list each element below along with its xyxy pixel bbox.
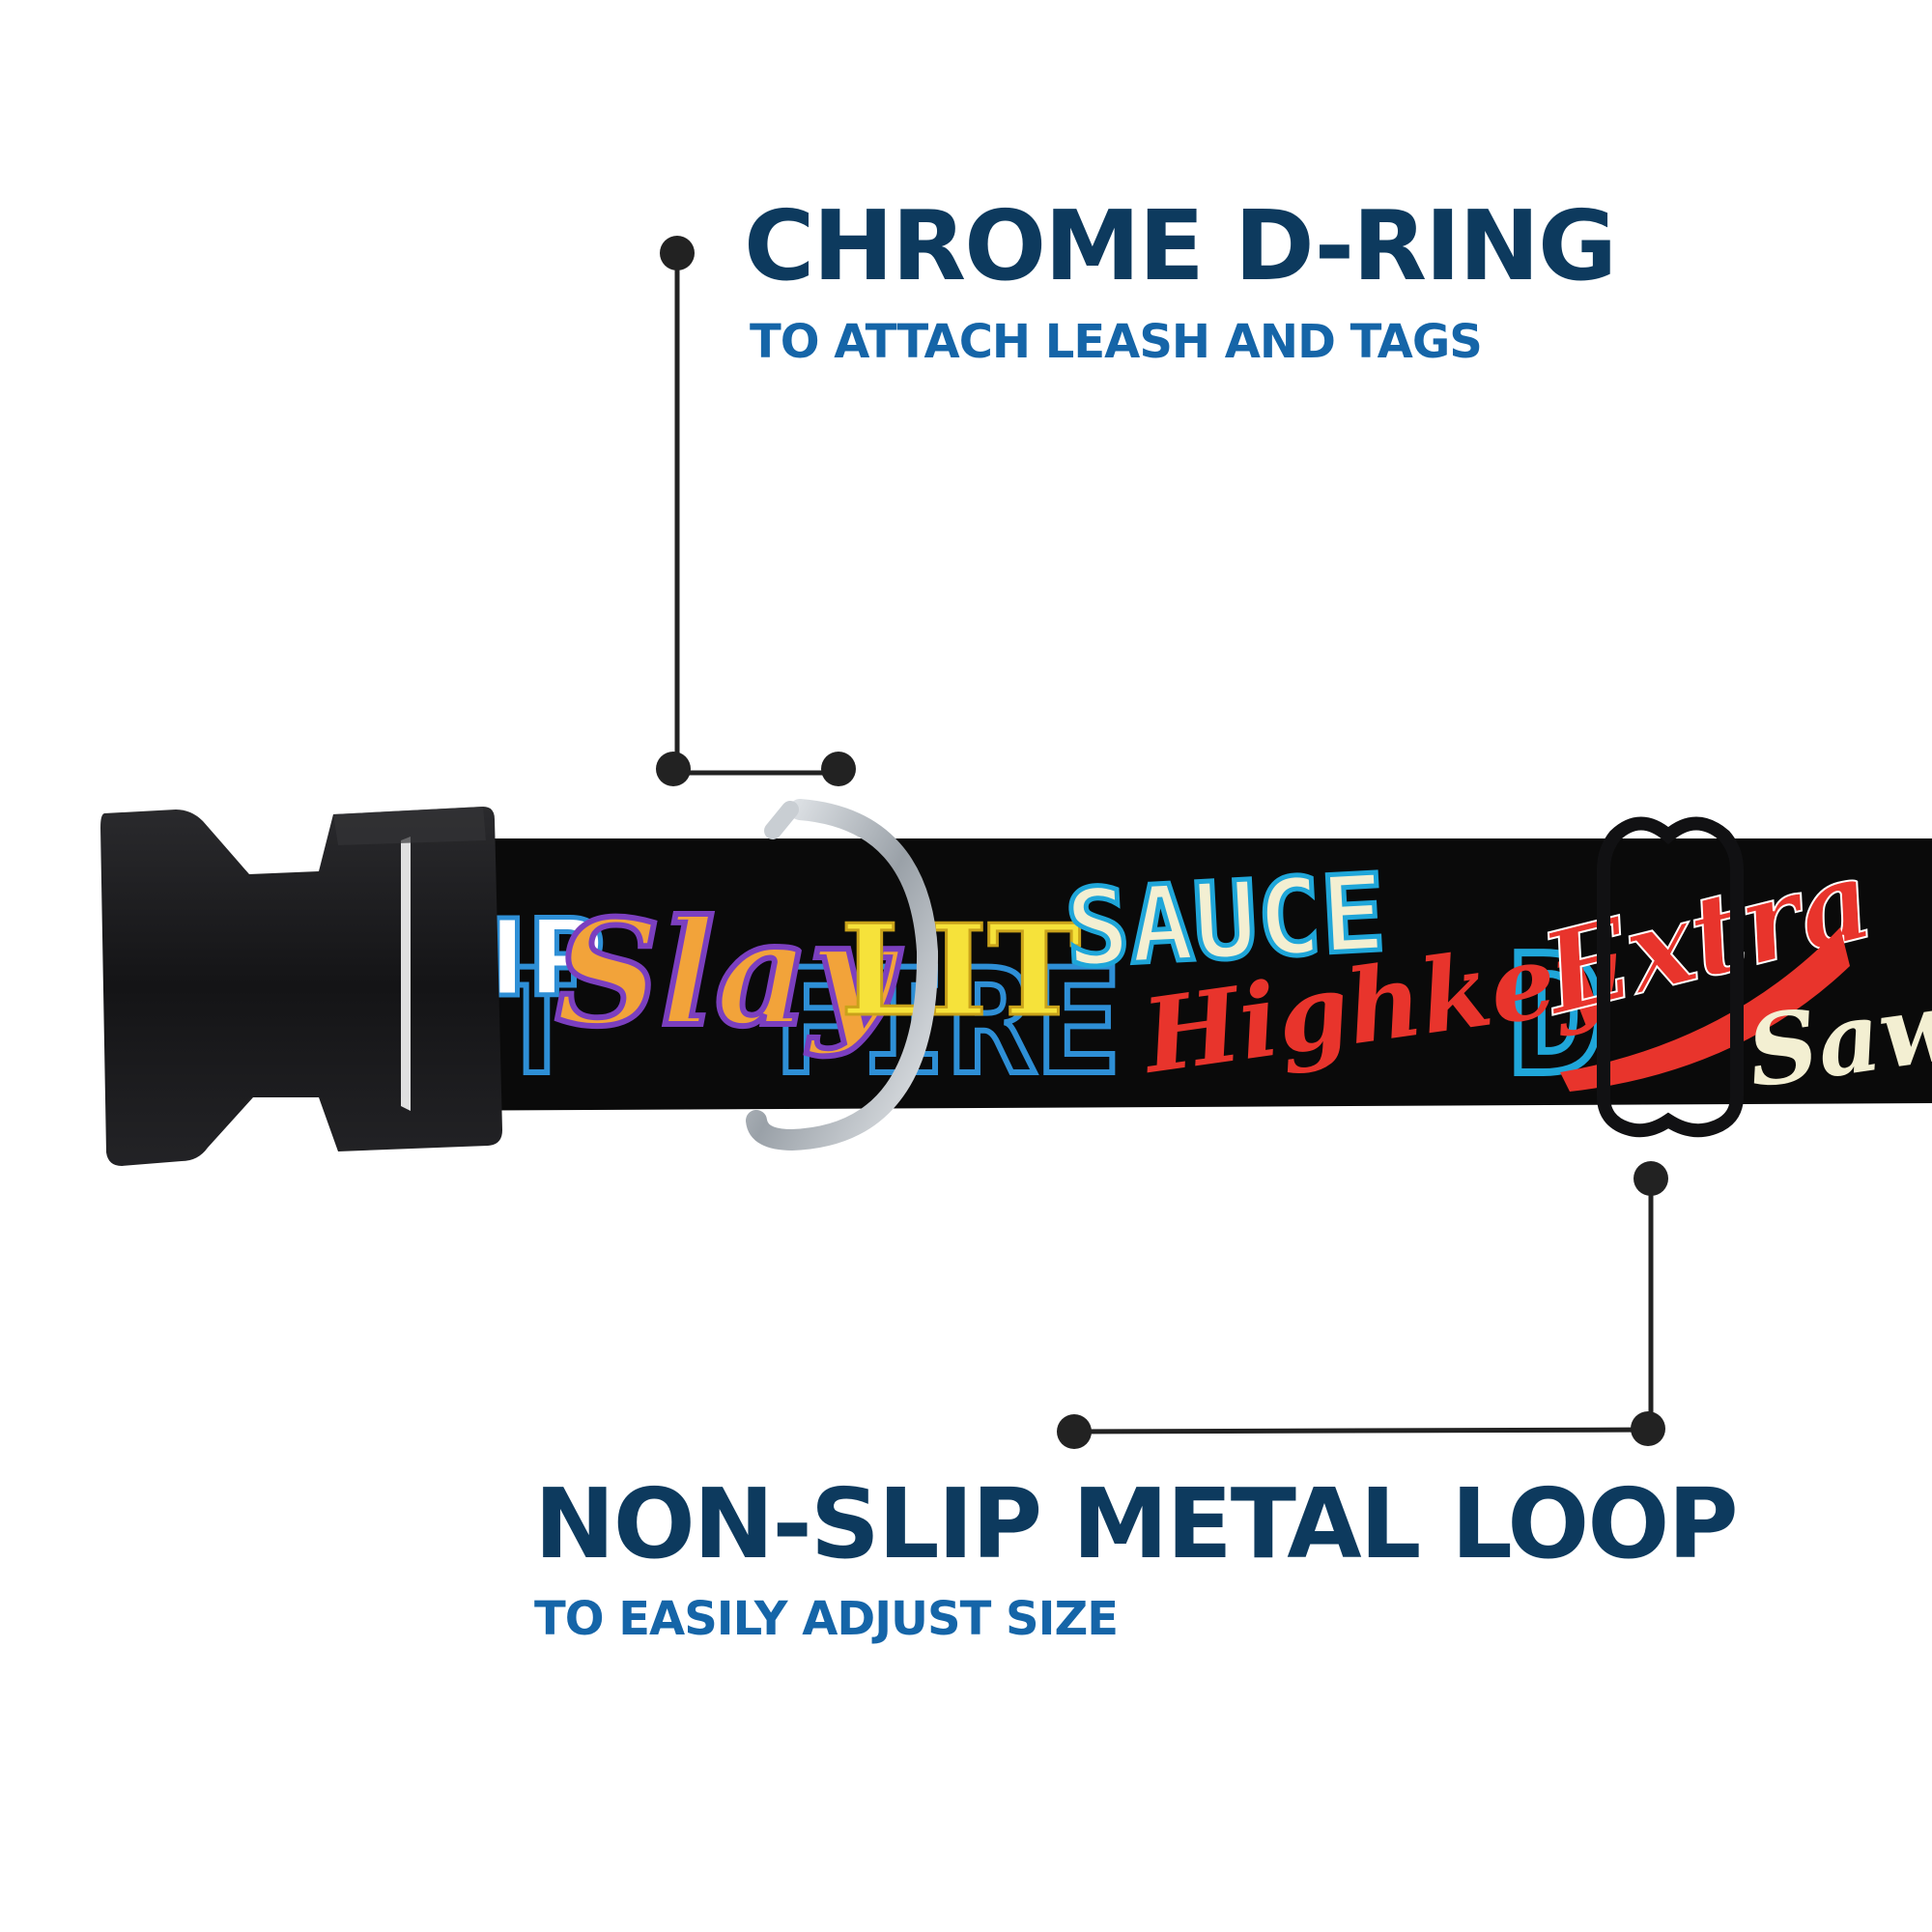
adjustment-loop	[1597, 816, 1744, 1138]
leader-dot	[660, 236, 695, 270]
metal-loop-callout-title: NON-SLIP METAL LOOP	[534, 1467, 1739, 1580]
leader-dot	[1634, 1161, 1668, 1196]
print-word-bg: FIRE	[773, 939, 1122, 1107]
leader-dot	[821, 752, 856, 786]
leader-dot	[656, 752, 691, 786]
chrome-d-ring	[746, 799, 939, 1151]
print-word-bg: D	[1507, 921, 1605, 1112]
d-ring-leader-line	[656, 236, 856, 786]
print-word: Slay	[555, 889, 902, 1059]
leader-dot	[1631, 1411, 1665, 1446]
leader-dot	[1057, 1414, 1092, 1449]
collar-strap: HT FIRE D RIP Slay LIT SAUCE Highkey Ext…	[406, 838, 1932, 1112]
metal-loop-leader-line	[1057, 1161, 1668, 1449]
side-release-buckle	[100, 807, 502, 1166]
print-word: SAUCE	[1063, 851, 1388, 991]
metal-loop-callout-subtitle: TO EASILY ADJUST SIZE	[534, 1592, 1119, 1646]
d-ring-callout-subtitle: TO ATTACH LEASH AND TAGS	[750, 315, 1483, 369]
print-word: LIT	[840, 896, 1081, 1044]
d-ring-callout-title: CHROME D-RING	[744, 189, 1617, 302]
print-swoosh	[1560, 927, 1850, 1092]
